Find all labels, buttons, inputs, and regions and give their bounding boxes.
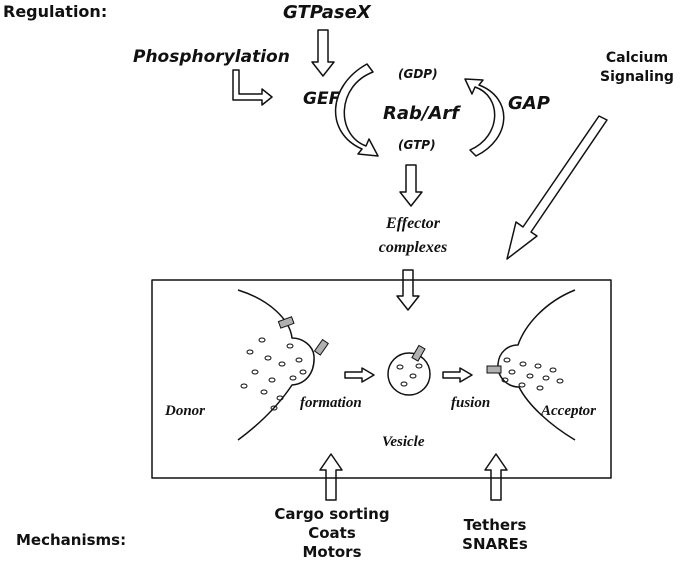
- cargo-particle: [400, 381, 408, 387]
- cargo-particle: [270, 405, 278, 411]
- gdp-label: (GDP): [398, 67, 438, 81]
- receptor-marker: [313, 338, 329, 356]
- gef-cycle-arrow: [334, 63, 379, 157]
- motors-line: Motors: [302, 543, 362, 561]
- calcium-signaling-line-1: Calcium: [605, 50, 669, 66]
- receptor-marker: [277, 316, 295, 329]
- coats-line: Coats: [308, 524, 356, 542]
- receptor-marker: [486, 365, 502, 374]
- cargo-particle: [501, 377, 509, 383]
- effector-down-arrow: [399, 164, 423, 207]
- effector-complexes-label: Effector complexes: [358, 212, 468, 260]
- cargo-particle: [508, 369, 516, 375]
- cargo-particle: [534, 363, 542, 369]
- formation-label: formation: [300, 395, 362, 411]
- donor-label: Donor: [165, 403, 206, 419]
- cargo-sorting-line: Cargo sorting: [274, 505, 390, 523]
- calcium-diagonal-arrow: [506, 115, 608, 260]
- gtpasex-label: GTPaseX: [283, 2, 371, 23]
- cargo-particle: [556, 378, 564, 384]
- cargo-particle: [396, 364, 404, 370]
- snares-line: SNAREs: [462, 535, 528, 553]
- cargo-particle: [289, 375, 297, 381]
- cargo-particle: [518, 382, 526, 388]
- fusion-label: fusion: [451, 395, 491, 411]
- acceptor-label: Acceptor: [541, 403, 596, 419]
- cargo-particle: [299, 369, 307, 375]
- cargo-particle: [258, 337, 266, 343]
- mechanisms-label: Mechanisms:: [16, 531, 127, 549]
- compartment-box: [151, 279, 612, 479]
- phosphorylation-arrow: [232, 69, 273, 106]
- free-vesicle: [387, 352, 431, 396]
- tethers-mechanisms-label: Tethers SNAREs: [440, 516, 550, 554]
- cargo-mechanisms-label: Cargo sorting Coats Motors: [263, 505, 401, 562]
- cargo-particle: [526, 373, 534, 379]
- phosphorylation-label: Phosphorylation: [133, 47, 290, 67]
- gtp-label: (GTP): [398, 138, 436, 152]
- cargo-particle: [415, 363, 423, 369]
- cargo-particle: [549, 367, 557, 373]
- cargo-particle: [251, 369, 259, 375]
- calcium-signaling-label: Calcium Signaling: [592, 49, 682, 87]
- cargo-particle: [409, 373, 417, 379]
- fusion-arrow: [442, 367, 473, 383]
- tethers-line: Tethers: [463, 516, 527, 534]
- cargo-particle: [240, 383, 248, 389]
- cargo-particle: [278, 361, 286, 367]
- cargo-particle: [276, 395, 284, 401]
- cargo-particle: [260, 389, 268, 395]
- calcium-signaling-line-2: Signaling: [600, 69, 674, 85]
- receptor-marker: [411, 344, 426, 362]
- regulation-label: Regulation:: [3, 2, 108, 21]
- formation-arrow: [344, 367, 375, 383]
- gtpasex-down-arrow: [311, 29, 335, 77]
- gap-label: GAP: [508, 93, 550, 114]
- cargo-particle: [264, 355, 272, 361]
- cargo-particle: [536, 385, 544, 391]
- cargo-particle: [246, 349, 254, 355]
- cargo-particle: [295, 357, 303, 363]
- gef-label: GEF: [303, 89, 341, 109]
- rab-arf-label: Rab/Arf: [383, 103, 460, 124]
- tethers-up-arrow: [484, 453, 508, 501]
- vesicle-label: Vesicle: [382, 434, 425, 450]
- acceptor-membrane: [497, 289, 576, 441]
- cargo-particle: [519, 361, 527, 367]
- cargo-particle: [268, 377, 276, 383]
- gap-cycle-arrow: [464, 78, 505, 157]
- effector-complexes-line-2: complexes: [378, 239, 448, 256]
- cargo-particle: [542, 375, 550, 381]
- cargo-particle: [503, 357, 511, 363]
- cargo-up-arrow: [319, 453, 343, 501]
- effector-complexes-line-1: Effector: [386, 215, 440, 232]
- donor-membrane: [237, 289, 315, 441]
- cargo-particle: [286, 343, 294, 349]
- box-entry-down-arrow: [396, 269, 420, 311]
